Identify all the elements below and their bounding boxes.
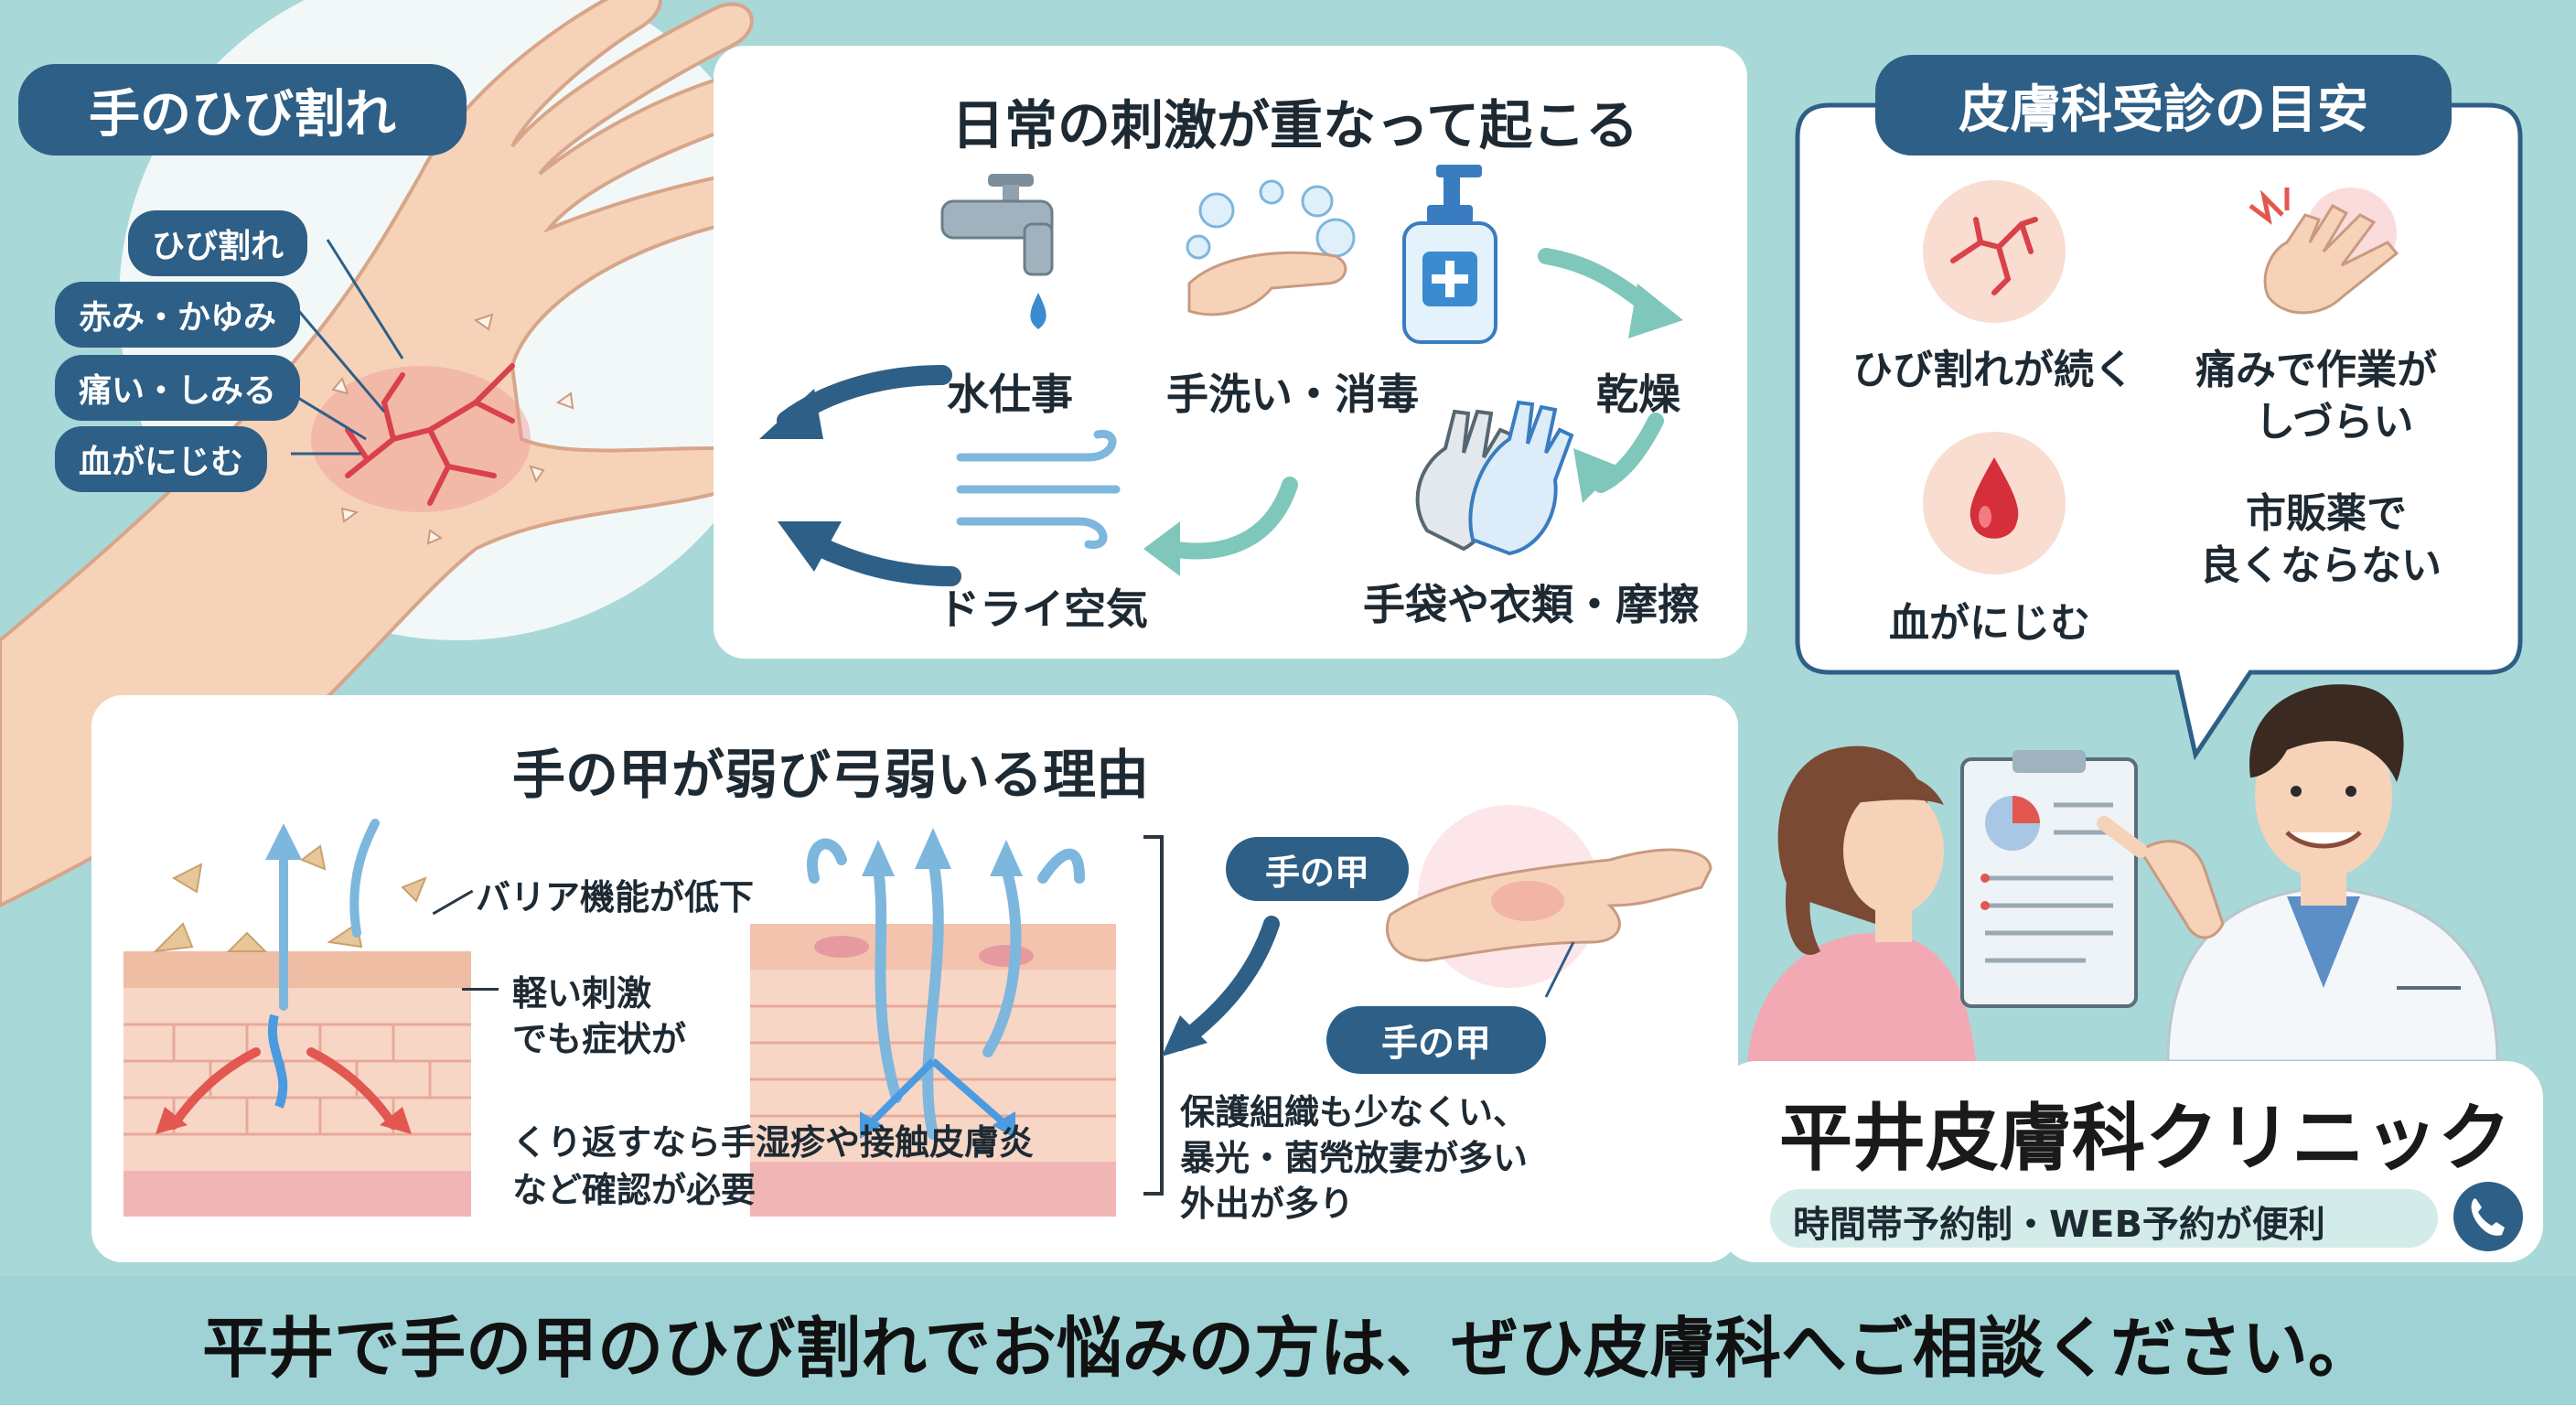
- guide-item-2-line1: 痛みで作業が: [2195, 347, 2437, 393]
- mild-leader-line: [462, 988, 499, 991]
- faucet-icon: [940, 174, 1054, 329]
- label-bleeding: 血がにじむ: [55, 426, 268, 492]
- barrier-skin-diagram: [750, 828, 1116, 1217]
- gloves-icon: [1415, 400, 1574, 556]
- guide-item-1: ひび割れが続く: [1852, 347, 2134, 393]
- footer-bar: [0, 1276, 2576, 1405]
- guide-item-3: 血がにじむ: [1889, 600, 2090, 647]
- triggers-heading: 日常の刺激が重なって起こる: [951, 94, 1639, 156]
- title-tag: 手のひび割れ: [18, 64, 467, 156]
- guide-item-4-line2: 良くならない: [2200, 542, 2442, 589]
- painful-hand-icon: [2249, 188, 2399, 315]
- guide-heading: 皮膚科受診の目安: [1875, 55, 2452, 156]
- hand-illustration: [0, 0, 834, 908]
- bracket-arrow-icon: [1143, 835, 1280, 1196]
- reasons-heading: 手の甲が弱び弓弱いる理由: [512, 744, 1150, 806]
- guide-item-2-line2: しづらい: [2255, 399, 2414, 445]
- cycle-arrows-icon: [1143, 248, 1683, 576]
- back-of-hand-tag-2: 手の甲: [1326, 1006, 1546, 1074]
- trigger-dryness: 乾燥: [1596, 370, 1680, 419]
- note-line2: 暴光・菌焭放妻が多い: [1180, 1138, 1529, 1178]
- note-line3: 外出が多り: [1180, 1184, 1355, 1224]
- back-of-hand-icon: [1385, 805, 1712, 998]
- note-line1: 保護組織も少なくい、: [1180, 1092, 1529, 1132]
- guide-item-4-line1: 市販薬で: [2246, 490, 2407, 537]
- mild-stimulus-line2: でも症状が: [512, 1019, 687, 1059]
- label-pain-sting: 痛い・しみる: [55, 355, 301, 421]
- triggers-panel: [714, 46, 1747, 659]
- damaged-skin-diagram: [123, 819, 471, 1217]
- handwash-icon: [1186, 179, 1356, 316]
- clinic-name: 平井皮膚科クリニック: [1779, 1096, 2511, 1181]
- sanitizer-bottle-icon: [1402, 165, 1497, 344]
- label-redness-itch: 赤み・かゆみ: [55, 282, 301, 348]
- footer-message: 平井で手の甲のひび割れでお悩みの方は、ぜひ皮膚科へご相談ください。: [202, 1310, 2374, 1387]
- doctor-patient-illustration: [1747, 684, 2499, 1063]
- label-crack: ひび割れ: [128, 210, 308, 276]
- dry-air-icon: [956, 429, 1121, 550]
- trigger-handwash: 手洗い・消毒: [1166, 370, 1419, 419]
- mild-stimulus-line1: 軽い刺激: [512, 973, 652, 1014]
- recur-line1: くり返すなら手湿疹や接触皮膚炎: [512, 1122, 1035, 1163]
- back-of-hand-tag-1: 手の甲: [1226, 837, 1409, 901]
- trigger-gloves-friction: 手袋や衣類・摩擦: [1363, 580, 1700, 629]
- phone-icon[interactable]: [2452, 1180, 2525, 1253]
- blood-drop-icon: [1923, 432, 2066, 574]
- arrow-to-hand-icon: [759, 365, 961, 586]
- barrier-label: バリア機能が低下: [476, 877, 755, 917]
- recur-line2: など確認が必要: [512, 1170, 757, 1210]
- reservation-text: 時間帯予約制・WEB予約が便利: [1793, 1204, 2325, 1246]
- reservation-badge: [1770, 1189, 2438, 1248]
- trigger-water-work: 水仕事: [947, 370, 1073, 419]
- trigger-dry-air: ドライ空気: [938, 585, 1148, 634]
- cracked-skin-icon: [1923, 180, 2066, 323]
